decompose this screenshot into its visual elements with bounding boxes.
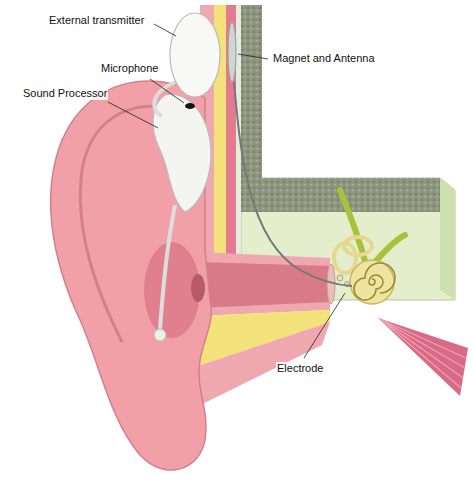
semicircular-canal — [344, 237, 372, 255]
part-label: Magnet and Antenna — [272, 52, 376, 65]
electrode-wire — [234, 82, 352, 286]
microphone — [185, 103, 195, 109]
canal-upper-wall — [198, 252, 330, 266]
leader-line — [238, 54, 268, 59]
sound-processor — [153, 94, 211, 212]
bone-texture — [262, 178, 440, 212]
transmitter-cable — [154, 82, 176, 116]
part-label: Sound Processor — [22, 87, 108, 100]
leader-line — [304, 293, 345, 358]
muscle-layer — [226, 5, 236, 260]
pinna — [51, 81, 212, 470]
part-label: External transmitter — [48, 14, 145, 27]
external-transmitter — [170, 13, 220, 97]
ear-hook-tip — [154, 329, 166, 341]
ossicle — [337, 275, 343, 281]
magnet-antenna — [228, 22, 236, 82]
block-side-face — [440, 178, 455, 300]
muscle-fibres — [380, 319, 466, 388]
skull-bone — [241, 5, 262, 212]
cochlea-spiral — [354, 263, 395, 300]
canal-opening — [191, 274, 205, 302]
skull-bone — [262, 178, 440, 212]
leader-line — [154, 24, 176, 36]
part-label: Microphone — [100, 62, 159, 75]
leader-line — [150, 79, 184, 103]
part-label: Electrode — [276, 362, 324, 375]
cochlea — [350, 260, 394, 304]
leader-line — [108, 102, 158, 128]
bone-texture — [241, 5, 262, 212]
muscle — [378, 318, 468, 396]
ear-hook — [160, 205, 175, 330]
